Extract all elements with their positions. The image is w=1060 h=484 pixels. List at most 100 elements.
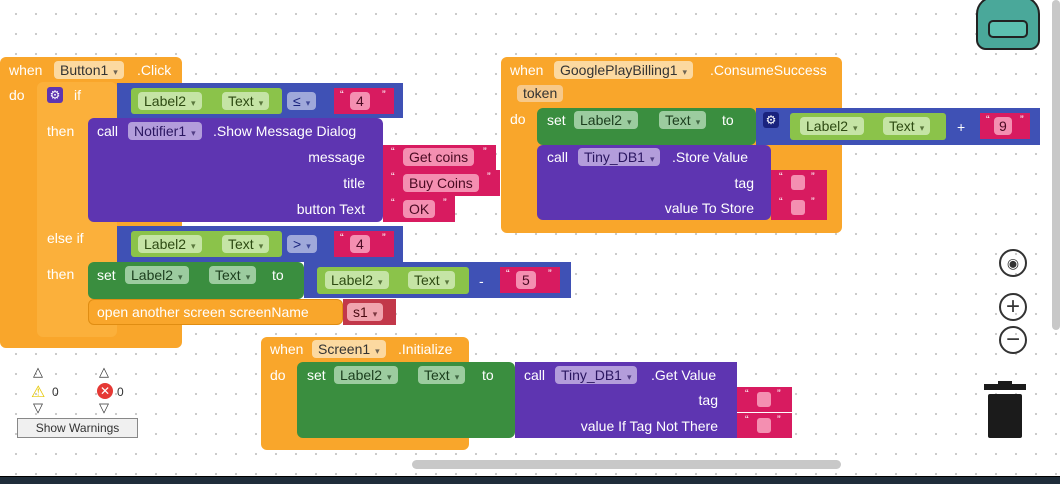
vertical-scrollbar[interactable] <box>1052 0 1060 330</box>
operator-dropdown[interactable]: >▾ <box>287 235 317 253</box>
text-block[interactable]: “Buy Coins” <box>383 170 500 196</box>
component-dropdown[interactable]: Label2▾ <box>325 271 389 289</box>
text-value[interactable]: 5 <box>516 271 536 289</box>
set-block[interactable] <box>537 108 756 145</box>
token-parameter[interactable]: token <box>517 85 564 102</box>
backpack-icon[interactable] <box>976 0 1040 50</box>
property-dropdown[interactable]: Text▾ <box>222 92 270 110</box>
method-label: .Store Value <box>672 149 749 165</box>
then-label: then <box>47 123 75 139</box>
when-label: when <box>270 341 304 357</box>
to-label: to <box>722 112 734 128</box>
component-dropdown[interactable]: Screen1▾ <box>312 340 386 358</box>
open-screen-label: open another screen screenName <box>97 304 309 320</box>
open-screen-block[interactable] <box>88 299 343 325</box>
property-dropdown[interactable]: Text▾ <box>659 111 707 129</box>
empty-text-block[interactable]: “” <box>737 413 792 438</box>
arg-label: button Text <box>296 201 365 217</box>
empty-text-block[interactable]: “” <box>737 387 792 412</box>
arg-label: title <box>343 175 365 191</box>
error-count: 0 <box>117 385 124 399</box>
taskbar-strip <box>0 476 1060 484</box>
method-label: .Show Message Dialog <box>213 123 357 139</box>
error-prev-arrow-icon[interactable]: △ <box>99 364 109 379</box>
empty-text-block[interactable]: “” <box>771 195 827 220</box>
operator-label: + <box>957 119 966 135</box>
warning-next-arrow-icon[interactable]: ▽ <box>33 400 43 415</box>
call-label: call <box>97 123 119 139</box>
empty-text-block[interactable]: “” <box>771 170 827 195</box>
then-label: then <box>47 266 75 282</box>
warning-icon: ⚠ <box>31 384 46 401</box>
text-block[interactable]: “4” <box>334 88 394 114</box>
error-icon: ✕ <box>97 383 113 399</box>
property-dropdown[interactable]: Text▾ <box>418 366 466 384</box>
text-value[interactable]: OK <box>403 200 436 218</box>
error-next-arrow-icon[interactable]: ▽ <box>99 400 109 415</box>
screen-dropdown[interactable]: s1▾ <box>347 303 384 321</box>
do-label: do <box>510 111 526 127</box>
component-dropdown[interactable]: Label2▾ <box>334 366 398 384</box>
component-dropdown[interactable]: Button1▾ <box>54 61 124 79</box>
operator-dropdown[interactable]: ≤▾ <box>287 92 317 110</box>
arg-label: value If Tag Not There <box>580 418 718 434</box>
settings-gear-icon[interactable]: ⚙ <box>47 87 63 103</box>
do-label: do <box>9 87 25 103</box>
warning-count: 0 <box>52 385 59 399</box>
call-label: call <box>524 367 546 383</box>
component-dropdown[interactable]: Label2▾ <box>800 117 864 135</box>
text-value[interactable]: Get coins <box>403 148 475 166</box>
text-block[interactable]: “5” <box>500 267 560 293</box>
text-value[interactable]: 4 <box>350 235 370 253</box>
settings-gear-icon[interactable]: ⚙ <box>763 112 779 128</box>
else-if-label: else if <box>47 230 84 246</box>
property-dropdown[interactable]: Text▾ <box>209 266 257 284</box>
to-label: to <box>272 267 284 283</box>
screen-name-block[interactable]: s1▾ <box>343 299 396 325</box>
text-block[interactable]: “4” <box>334 231 394 257</box>
when-label: when <box>510 62 544 78</box>
text-value[interactable]: 4 <box>350 92 370 110</box>
method-label: .Get Value <box>651 367 717 383</box>
property-dropdown[interactable]: Text▾ <box>222 235 270 253</box>
arg-label: tag <box>698 392 718 408</box>
zoom-in-icon[interactable]: + <box>999 293 1027 321</box>
component-dropdown[interactable]: Label2▾ <box>138 92 202 110</box>
text-block[interactable]: “9” <box>980 113 1030 139</box>
arg-label: tag <box>734 175 754 191</box>
warning-prev-arrow-icon[interactable]: △ <box>33 364 43 379</box>
event-label: .Click <box>137 62 172 78</box>
component-dropdown[interactable]: Tiny_DB1▾ <box>555 366 638 384</box>
when-label: when <box>9 62 43 78</box>
arg-label: value To Store <box>664 200 754 216</box>
property-dropdown[interactable]: Text▾ <box>883 117 931 135</box>
event-label: .ConsumeSuccess <box>710 62 827 78</box>
component-dropdown[interactable]: Label2▾ <box>125 266 189 284</box>
component-dropdown[interactable]: GooglePlayBilling1▾ <box>554 61 694 79</box>
trash-icon[interactable] <box>984 381 1026 438</box>
text-block[interactable]: “OK” <box>383 196 455 222</box>
call-label: call <box>547 149 569 165</box>
set-block[interactable] <box>88 262 304 299</box>
zoom-out-icon[interactable]: − <box>999 326 1027 354</box>
do-label: do <box>270 367 286 383</box>
if-label: if <box>74 87 81 103</box>
property-dropdown[interactable]: Text▾ <box>408 271 456 289</box>
set-label: set <box>97 267 116 283</box>
target-icon[interactable]: ◉ <box>999 249 1027 277</box>
operator-label: - <box>479 273 484 289</box>
set-block[interactable] <box>297 362 515 438</box>
show-warnings-button[interactable]: Show Warnings <box>17 418 138 438</box>
text-value[interactable]: 9 <box>994 117 1012 135</box>
text-block[interactable]: “Get coins” <box>383 145 496 170</box>
text-value[interactable]: Buy Coins <box>403 174 479 192</box>
set-label: set <box>547 112 566 128</box>
event-label: .Initialize <box>398 341 453 357</box>
component-dropdown[interactable]: Tiny_DB1▾ <box>578 148 661 166</box>
component-dropdown[interactable]: Label2▾ <box>138 235 202 253</box>
component-dropdown[interactable]: Label2▾ <box>574 111 638 129</box>
to-label: to <box>482 367 494 383</box>
component-dropdown[interactable]: Notifier1▾ <box>128 122 202 140</box>
horizontal-scrollbar[interactable] <box>412 460 841 469</box>
set-label: set <box>307 367 326 383</box>
